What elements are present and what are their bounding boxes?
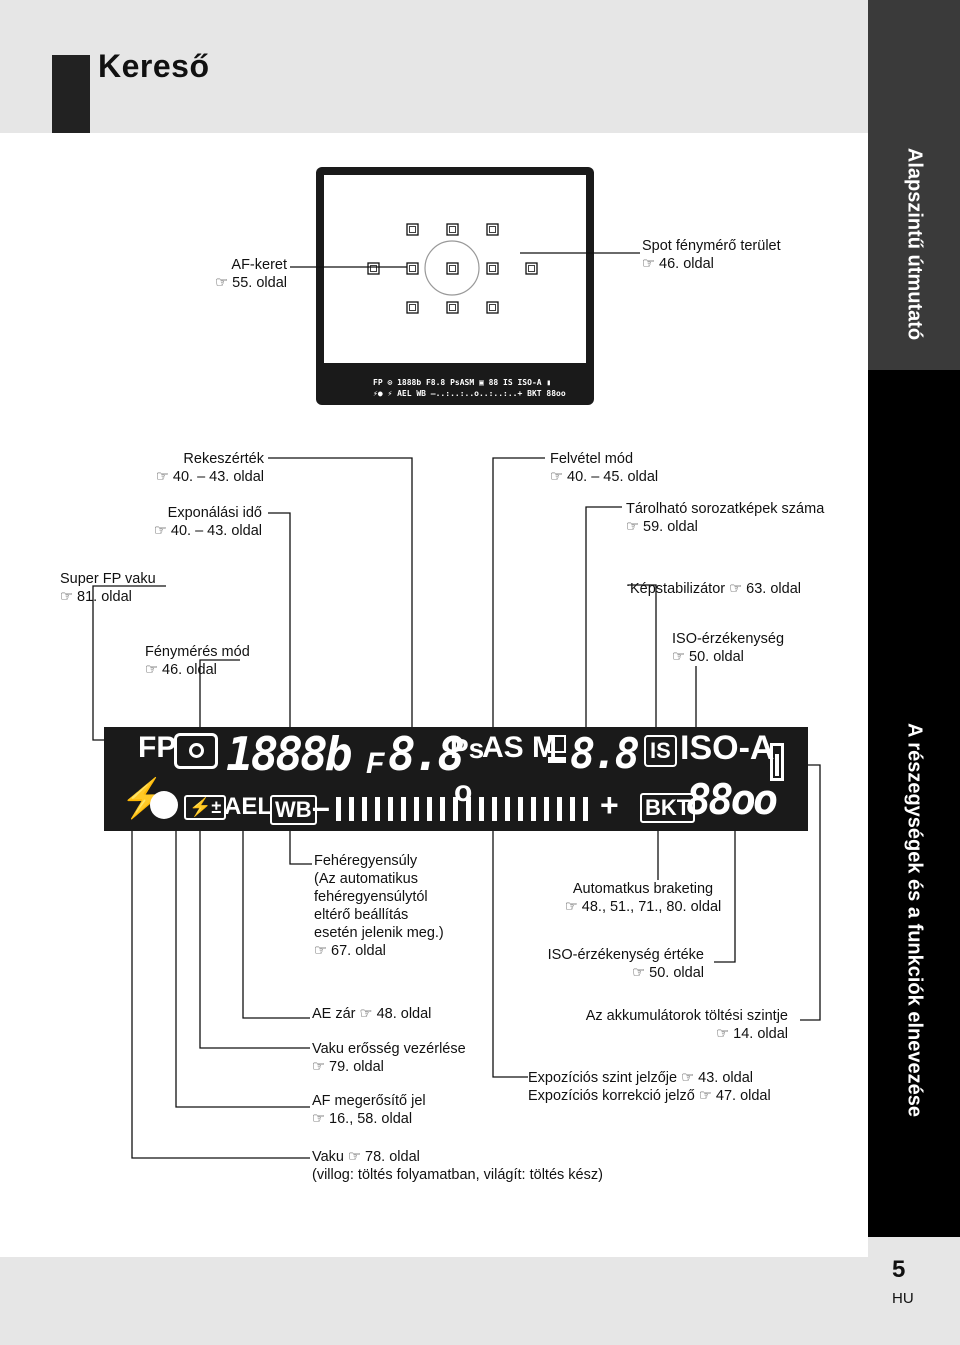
label-super-fp: Super FP vaku ☞ 81. oldal — [60, 571, 156, 605]
page-number: 5 — [892, 1256, 906, 1283]
lcd-minus-bar — [548, 757, 566, 763]
header-band — [0, 0, 868, 133]
label-shooting-mode: Felvétel mód ☞ 40. – 45. oldal — [550, 451, 659, 485]
lcd-ael: AEL — [224, 793, 272, 820]
lcd-is: IS — [644, 735, 677, 767]
lcd-battery-icon — [770, 743, 784, 781]
page-number-box — [868, 1237, 960, 1345]
lcd-aperture: 8.8 — [388, 727, 465, 781]
label-iso: ISO-érzékenység ☞ 50. oldal — [672, 631, 785, 665]
lcd-fp: FP — [138, 731, 177, 764]
lcd-af-confirm-icon — [150, 791, 178, 819]
lcd-exposure-scale — [336, 797, 596, 821]
label-flash-intensity: Vaku erősség vezérlése ☞ 79. oldal — [312, 1041, 466, 1075]
lcd-af-icon — [548, 735, 566, 753]
label-exposure-indicator: Expozíciós szint jelzője ☞ 43. oldal Exp… — [528, 1070, 771, 1104]
viewfinder-lcd-line1: FP ⊙ 1888b F8.8 PsASM ▣ 88 IS ISO-A ▮ — [373, 378, 551, 387]
label-flash: Vaku ☞ 78. oldal (villog: töltés folyama… — [312, 1149, 603, 1183]
lcd-iso: ISO-A — [680, 729, 775, 767]
label-battery: Az akkumulátorok töltési szintje ☞ 14. o… — [585, 1008, 788, 1042]
lcd-wb: WB — [270, 795, 317, 825]
af-points — [367, 223, 538, 314]
footer-band — [0, 1257, 868, 1345]
label-iso-value: ISO-érzékenység értéke ☞ 50. oldal — [547, 947, 704, 981]
lcd-zero: o — [454, 775, 473, 808]
viewfinder-screen — [324, 175, 586, 363]
label-stabilizer: Képstabilizátor ☞ 63. oldal — [630, 581, 801, 597]
label-auto-bracketing: Automatkus braketing ☞ 48., 51., 71., 80… — [564, 881, 722, 915]
sidebar-section-basic — [868, 0, 960, 370]
title-marker — [52, 55, 90, 133]
lcd-f-label: F — [366, 747, 385, 780]
label-spot-area: Spot fénymérő terület ☞ 46. oldal — [642, 238, 781, 272]
label-white-balance: Fehéregyensúly (Az automatikus fehéregye… — [314, 853, 444, 959]
page-title: Kereső — [98, 48, 210, 84]
lcd-flash-comp: ⚡± — [184, 795, 227, 820]
lcd-stab-count: 8.8 — [570, 729, 640, 778]
lcd-plus: + — [600, 787, 619, 823]
label-metering: Fénymérés mód ☞ 46. oldal — [145, 644, 250, 678]
lcd-ps: Ps — [450, 733, 485, 764]
lcd-shutter: 1888b — [226, 727, 352, 781]
label-ae-lock: AE zár ☞ 48. oldal — [312, 1006, 432, 1022]
label-aperture: Rekeszérték ☞ 40. – 43. oldal — [155, 451, 264, 485]
af-points-inner — [370, 226, 535, 311]
spot-metering-circle — [424, 240, 480, 296]
page-language: HU — [892, 1290, 914, 1307]
viewfinder-lcd-line2: ⚡● ⚡ AEL WB –..:..:..o..:..:..+ BKT 88oo — [373, 389, 566, 398]
lcd-iso-value: 88oo — [686, 775, 778, 824]
lcd-contents: FP 1888b F 8.8 Ps AS M 8.8 IS ISO-A ⚡ ⚡±… — [104, 727, 808, 831]
label-shutter: Exponálási idő ☞ 40. – 43. oldal — [153, 505, 262, 539]
lcd-metering-icon — [174, 733, 218, 769]
label-af-confirm: AF megerősítő jel ☞ 16., 58. oldal — [312, 1093, 426, 1127]
label-storable-shots: Tárolható sorozatképek száma ☞ 59. oldal — [626, 501, 825, 535]
lcd-asm: AS M — [482, 731, 557, 764]
lcd-minus: – — [312, 789, 330, 825]
label-af-frame: AF-keret ☞ 55. oldal — [215, 257, 287, 291]
leader-lines — [92, 252, 821, 1159]
lcd-bkt: BKT — [640, 793, 696, 823]
